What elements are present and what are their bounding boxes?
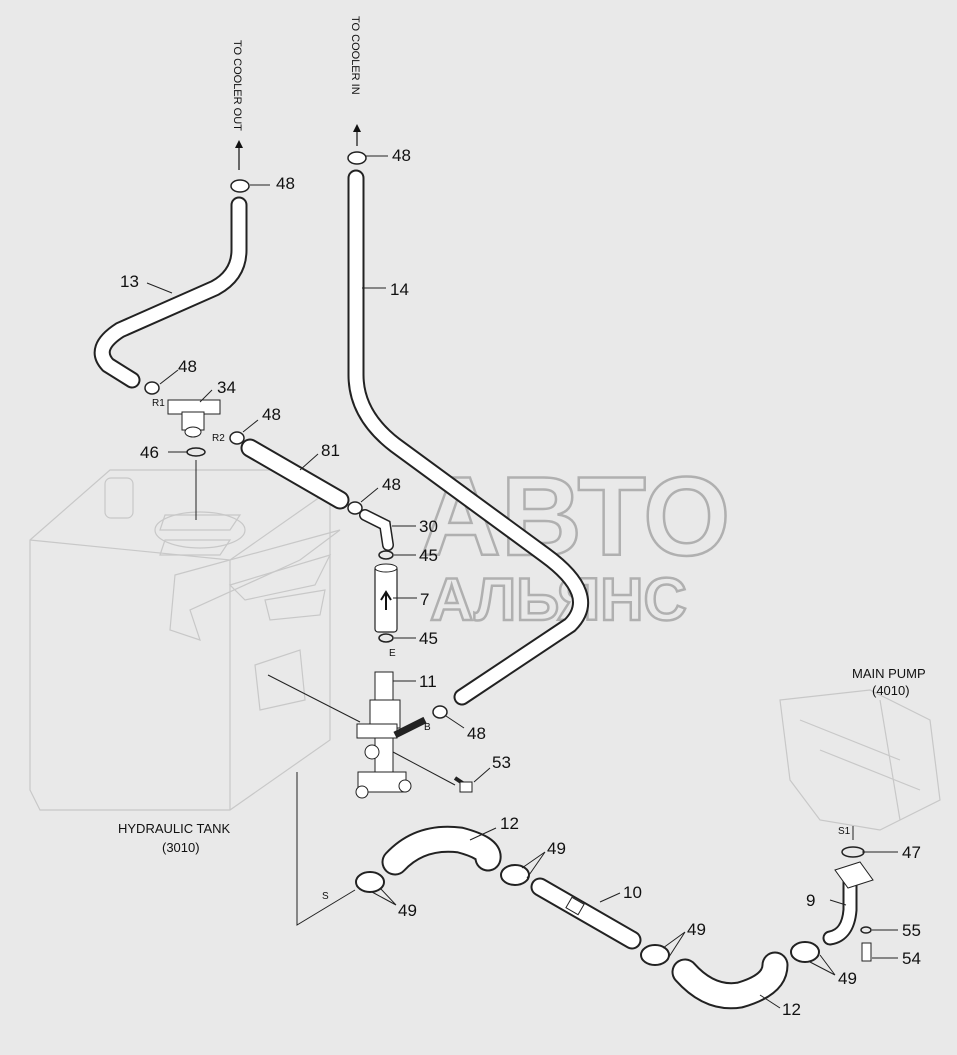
part-49-b: 49 <box>398 901 417 920</box>
part-48-top-right: 48 <box>392 146 411 165</box>
port-s: S <box>322 891 329 902</box>
part-numbers: 48 48 13 14 48 34 48 46 81 48 30 45 7 45… <box>120 146 921 1019</box>
leader-lines <box>146 155 898 1009</box>
hydraulic-tank-label: HYDRAULIC TANK <box>118 821 231 836</box>
clamps <box>144 151 872 966</box>
bolt-53 <box>453 776 473 793</box>
pipe-10 <box>530 877 642 950</box>
part-49-d: 49 <box>838 969 857 988</box>
port-r2: R2 <box>212 433 225 444</box>
part-47: 47 <box>902 843 921 862</box>
part-46: 46 <box>140 443 159 462</box>
part-13: 13 <box>120 272 139 291</box>
part-53: 53 <box>492 753 511 772</box>
part-48-mid: 48 <box>382 475 401 494</box>
part-30: 30 <box>419 517 438 536</box>
to-cooler-in-label: TO COOLER IN <box>349 16 361 95</box>
tee-34 <box>167 399 221 438</box>
tube-7 <box>374 563 398 633</box>
part-14: 14 <box>390 280 409 299</box>
part-48-b: 48 <box>467 724 486 743</box>
part-11: 11 <box>419 672 437 691</box>
arrow-up-icon <box>353 124 361 132</box>
part-81: 81 <box>321 441 340 460</box>
to-cooler-out-label: TO COOLER OUT <box>231 40 243 131</box>
part-48-r1: 48 <box>178 357 197 376</box>
part-9: 9 <box>806 891 815 910</box>
pipe-9 <box>822 861 874 946</box>
part-10: 10 <box>623 883 642 902</box>
port-e: E <box>389 648 396 659</box>
part-12-bottom: 12 <box>782 1000 801 1019</box>
manifold-11 <box>355 671 427 799</box>
part-12-top: 12 <box>500 814 519 833</box>
watermark: АВТО АЛЬЯНС <box>159 453 732 641</box>
hose-81 <box>240 438 350 510</box>
main-pump-ref: (4010) <box>872 683 910 698</box>
elbow-30 <box>359 509 394 551</box>
watermark-line-1: АВТО <box>420 454 730 579</box>
hose-13 <box>93 196 248 389</box>
part-45-top: 45 <box>419 546 438 565</box>
main-pump-label: MAIN PUMP <box>852 666 926 681</box>
cooler-arrows <box>235 124 361 170</box>
part-45-bottom: 45 <box>419 629 438 648</box>
port-b: B <box>424 722 431 733</box>
hose-14 <box>347 169 589 706</box>
part-55: 55 <box>902 921 921 940</box>
part-54: 54 <box>902 949 921 968</box>
part-49-a: 49 <box>547 839 566 858</box>
hydraulic-tank-outline <box>29 469 331 811</box>
part-34: 34 <box>217 378 236 397</box>
hose-12-bottom <box>671 951 789 1010</box>
hose-12-top <box>381 825 502 876</box>
port-s1: S1 <box>838 826 851 837</box>
part-48-r2: 48 <box>262 405 281 424</box>
watermark-logo-icon <box>159 514 341 641</box>
main-pump-outline <box>779 689 941 831</box>
arrow-up-icon <box>235 140 243 148</box>
part-48-top-left: 48 <box>276 174 295 193</box>
part-49-c: 49 <box>687 920 706 939</box>
port-r1: R1 <box>152 398 165 409</box>
flow-arrow-icon <box>380 590 392 610</box>
hydraulic-tank-ref: (3010) <box>162 840 200 855</box>
part-7: 7 <box>420 590 429 609</box>
